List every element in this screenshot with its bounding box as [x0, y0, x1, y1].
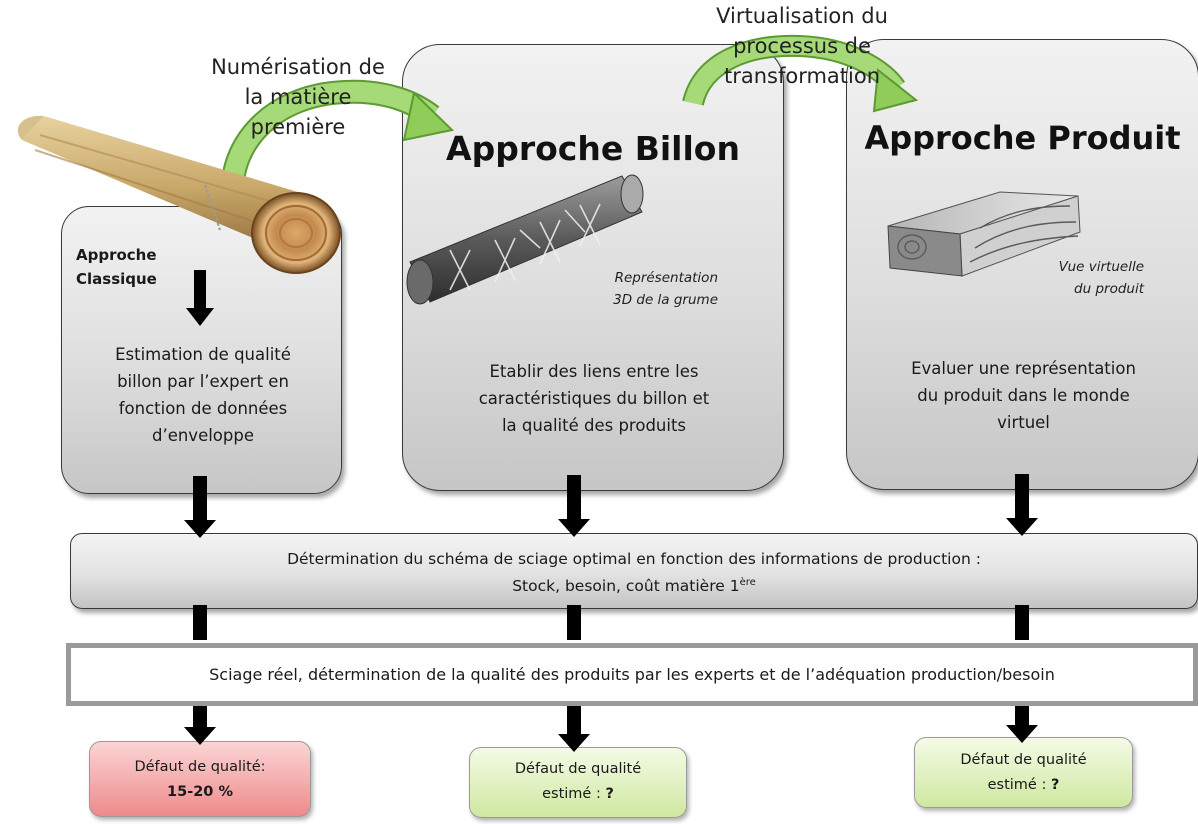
classique-title-line: Classique [76, 270, 157, 288]
sciage-optimal-line2-sup: ère [739, 577, 756, 588]
label-virtualisation-line: processus de [733, 34, 871, 58]
result-produit: Défaut de qualité estimé : ? [914, 737, 1133, 808]
produit-caption-line: du produit [1074, 281, 1144, 297]
label-numerisation: Numérisation de la matière première [170, 52, 426, 142]
sciage-reel-text: Sciage réel, détermination de la qualité… [209, 665, 1055, 684]
label-numerisation-line: première [250, 115, 346, 139]
virtual-board-image [887, 191, 1081, 277]
billon-caption: Représentation 3D de la grume [553, 267, 718, 311]
classique-description-line: billon par l’expert en [117, 372, 289, 391]
billon-description-line: Etablir des liens entre les [489, 362, 699, 381]
classique-description-line: Estimation de qualité [115, 345, 291, 364]
result-produit-line1: Défaut de qualité [960, 752, 1087, 768]
billon-description-line: caractéristiques du billon et [478, 389, 710, 408]
result-billon-prefix: estimé : [542, 786, 606, 802]
classique-title: Approche Classique [76, 243, 157, 291]
flow-arrows [184, 270, 1038, 752]
produit-title: Approche Produit [864, 119, 1181, 157]
result-produit-line2: estimé : ? [915, 773, 1132, 798]
classique-description: Estimation de qualité billon par l’exper… [72, 341, 334, 449]
produit-description-line: virtuel [997, 413, 1050, 432]
result-classique-line2: 15-20 % [167, 784, 233, 800]
billon-title: Approche Billon [446, 129, 740, 168]
billon-description-line: la qualité des produits [501, 416, 687, 435]
billon-caption-line: 3D de la grume [613, 292, 718, 308]
billon-description: Etablir des liens entre les caractéristi… [423, 358, 765, 439]
label-virtualisation-line: Virtualisation du [716, 4, 888, 28]
produit-caption-line: Vue virtuelle [1058, 259, 1144, 275]
classique-description-line: d’enveloppe [151, 426, 255, 445]
sciage-optimal-bar: Détermination du schéma de sciage optima… [70, 533, 1198, 609]
result-produit-value: ? [1050, 777, 1060, 793]
3d-log-scan-image [406, 174, 644, 305]
classique-description-line: fonction de données [118, 399, 288, 418]
classique-title-line: Approche [76, 246, 157, 264]
curved-arrow-numerisation-icon [220, 79, 455, 215]
result-billon-line1: Défaut de qualité [514, 761, 642, 777]
result-billon-value: ? [605, 786, 614, 802]
sciage-optimal-line2-text: Stock, besoin, coût matière 1 [512, 577, 740, 596]
sciage-optimal-line2: Stock, besoin, coût matière 1ère [71, 571, 1197, 598]
label-numerisation-line: Numérisation de [211, 55, 385, 79]
wood-log-image [17, 115, 341, 274]
sciage-reel-bar: Sciage réel, détermination de la qualité… [66, 643, 1198, 706]
sciage-optimal-line1: Détermination du schéma de sciage optima… [287, 550, 981, 568]
produit-description: Evaluer une représentation du produit da… [857, 355, 1190, 436]
label-virtualisation-line: transformation [723, 64, 881, 88]
result-classique: Défaut de qualité: 15-20 % [89, 741, 311, 817]
produit-caption: Vue virtuelle du produit [977, 256, 1144, 300]
result-produit-prefix: estimé : [987, 777, 1051, 793]
produit-description-line: Evaluer une représentation [911, 359, 1136, 378]
label-numerisation-line: la matière [244, 85, 352, 109]
result-classique-line1: Défaut de qualité: [134, 759, 266, 775]
result-billon-line2: estimé : ? [470, 782, 686, 807]
label-virtualisation: Virtualisation du processus de transform… [662, 1, 942, 91]
billon-caption-line: Représentation [614, 270, 718, 286]
curved-arrow-virtualisation-icon [682, 34, 919, 113]
produit-description-line: du produit dans le monde [917, 386, 1130, 405]
